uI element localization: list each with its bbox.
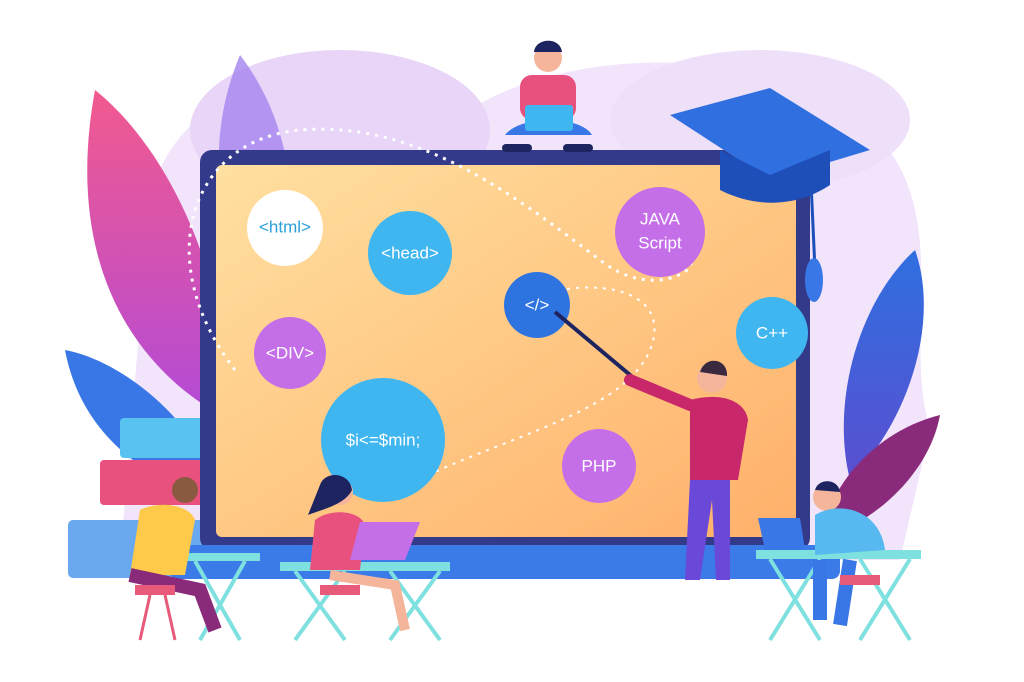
dotted-path-2	[379, 286, 656, 501]
student-middle	[308, 474, 420, 632]
bubble-html: <html>	[247, 190, 323, 266]
bubble-label: <html>	[259, 217, 311, 236]
bubble-label: PHP	[582, 456, 617, 475]
desks	[180, 550, 921, 642]
bubble-label: <DIV>	[266, 343, 314, 362]
student-left	[128, 477, 222, 641]
bubble-label: </>	[525, 295, 550, 314]
graduation-cap-icon	[670, 88, 870, 302]
bubble-label: C++	[756, 323, 788, 342]
bubble-java-script: JAVA Script	[615, 187, 705, 277]
bubble-label: Script	[638, 233, 682, 252]
person-sitting-on-monitor	[502, 40, 593, 152]
student-right	[758, 481, 885, 627]
bubble-php-variable: $i<=$min;	[321, 378, 445, 502]
bubble-php: PHP	[562, 429, 636, 503]
bubble-label: JAVA	[640, 209, 681, 228]
bubble-label: <head>	[381, 243, 439, 262]
bubble-label: $i<=$min;	[346, 430, 421, 449]
dotted-path	[187, 127, 693, 371]
bubble-cpp: C++	[736, 297, 808, 369]
bubble-head: <head>	[368, 211, 452, 295]
bubble-code-tag: </>	[504, 272, 570, 338]
teacher	[553, 310, 748, 580]
bubble-div: <DIV>	[254, 317, 326, 389]
